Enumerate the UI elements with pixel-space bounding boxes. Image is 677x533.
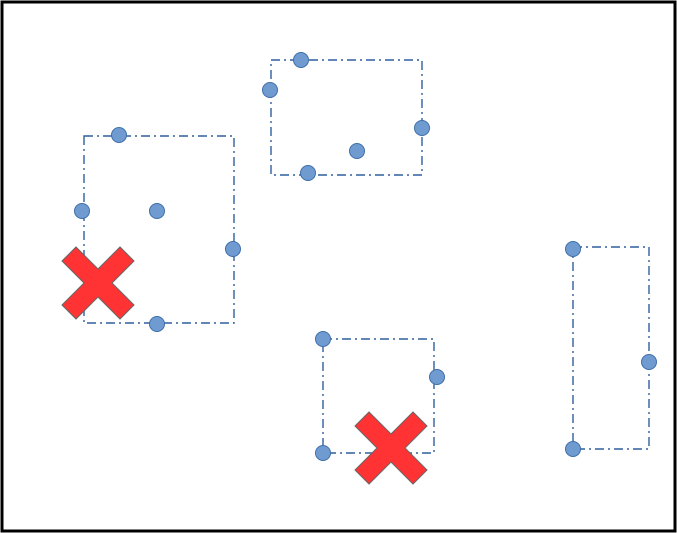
box-right <box>565 241 657 457</box>
box-top <box>262 52 430 181</box>
box-left <box>61 127 241 332</box>
circle-dot-icon <box>149 203 165 219</box>
dashed-box-outline <box>572 246 650 450</box>
circle-dot-icon <box>225 241 241 257</box>
circle-dot-icon <box>149 316 165 332</box>
circle-dot-icon <box>349 143 365 159</box>
circle-dot-icon <box>293 52 309 68</box>
red-x-icon <box>354 411 428 485</box>
circle-dot-icon <box>565 441 581 457</box>
circle-dot-icon <box>565 241 581 257</box>
circle-dot-icon <box>429 369 445 385</box>
circle-dot-icon <box>315 331 331 347</box>
circle-dot-icon <box>262 82 278 98</box>
circle-dot-icon <box>300 165 316 181</box>
box-bottom-middle <box>315 331 445 485</box>
circle-dot-icon <box>315 445 331 461</box>
circle-dot-icon <box>74 203 90 219</box>
circle-dot-icon <box>414 120 430 136</box>
circle-dot-icon <box>641 354 657 370</box>
circle-dot-icon <box>111 127 127 143</box>
red-x-icon <box>61 246 135 320</box>
